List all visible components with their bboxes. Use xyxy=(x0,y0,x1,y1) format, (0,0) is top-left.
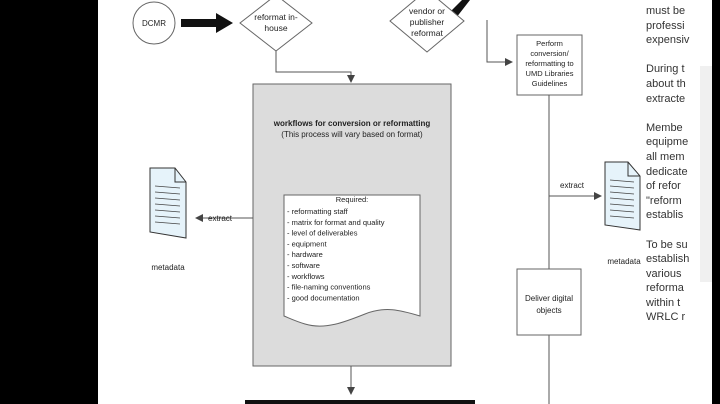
side-text-line xyxy=(646,48,700,63)
side-text-line xyxy=(646,223,700,238)
vendor-line-3: reformat xyxy=(411,28,443,38)
side-text-line: must be xyxy=(646,5,686,17)
deliver-box: Deliver digital objects xyxy=(516,268,582,336)
side-text-line: expensiv xyxy=(646,34,690,47)
extract-right-label: extract xyxy=(560,181,585,190)
connector-inhouse-workflows xyxy=(275,51,355,83)
side-text-line: dedicate xyxy=(646,165,688,178)
required-document: Required: - reformatting staff - matrix f… xyxy=(283,194,421,327)
side-text-line: professi xyxy=(646,19,685,32)
required-item: - reformatting staff xyxy=(287,207,349,216)
side-text-line: all mem xyxy=(646,150,685,163)
required-item: - equipment xyxy=(287,239,328,248)
side-text-line: During t xyxy=(646,63,685,76)
required-item: - software xyxy=(287,261,320,270)
required-item: - matrix for format and quality xyxy=(287,218,385,227)
side-text-line: Membe xyxy=(646,121,683,134)
side-text-line: about th xyxy=(646,77,686,90)
side-text-line: To be su xyxy=(646,238,688,251)
deliver-line-2: objects xyxy=(536,306,561,315)
side-text-line xyxy=(646,106,700,121)
dcmr-label: DCMR xyxy=(142,19,166,28)
side-text-line: WRLC r xyxy=(646,311,686,324)
connector-vendor-perform xyxy=(486,20,513,66)
vendor-line-1: vendor or xyxy=(409,6,445,16)
perform-line-4: UMD Libraries xyxy=(526,69,574,78)
side-text-line: various xyxy=(646,267,682,280)
side-text-line: of refor xyxy=(646,180,681,193)
perform-line-2: conversion/ xyxy=(530,49,569,58)
deliver-line-1: Deliver digital xyxy=(525,294,573,303)
required-item: - level of deliverables xyxy=(287,229,358,238)
next-box-edge xyxy=(245,400,475,404)
vendor-line-2: publisher xyxy=(410,17,445,27)
required-items-list: - reformatting staff - matrix for format … xyxy=(287,207,385,302)
required-title: Required: xyxy=(336,195,369,204)
metadata-left-label: metadata xyxy=(151,263,185,272)
required-item: - hardware xyxy=(287,250,323,259)
vendor-reformat-decision: vendor or publisher reformat xyxy=(389,0,465,53)
perform-line-1: Perform xyxy=(536,39,563,48)
side-text-line: establis xyxy=(646,209,684,222)
side-text-line: establish xyxy=(646,253,690,266)
reformat-in-house-line-1: reformat in- xyxy=(254,12,298,22)
big-arrow-icon xyxy=(181,13,233,33)
perform-conversion-box: Perform conversion/ reformatting to UMD … xyxy=(516,34,583,96)
required-item: - workflows xyxy=(287,272,325,281)
metadata-right-label: metadata xyxy=(607,257,641,266)
perform-line-5: Guidelines xyxy=(532,79,568,88)
dcmr-node: DCMR xyxy=(132,1,176,45)
side-text-line: extracte xyxy=(646,92,686,105)
side-text-line: equipme xyxy=(646,136,689,149)
required-item: - good documentation xyxy=(287,293,360,302)
side-text-line: "reform xyxy=(646,194,682,207)
side-text-line: within t xyxy=(646,296,681,309)
extract-left-label: extract xyxy=(208,214,233,223)
required-item: - file-naming conventions xyxy=(287,283,371,292)
perform-line-3: reformatting to xyxy=(525,59,573,68)
side-text-line: reforma xyxy=(646,282,684,295)
workflows-subtitle: (This process will vary based on format) xyxy=(281,130,423,139)
metadata-right-icon xyxy=(604,161,641,231)
workflows-title: workflows for conversion or reformatting xyxy=(273,119,431,128)
metadata-left-icon xyxy=(149,167,187,239)
scrollbar-track[interactable] xyxy=(700,66,712,282)
reformat-in-house-line-2: house xyxy=(264,23,287,33)
